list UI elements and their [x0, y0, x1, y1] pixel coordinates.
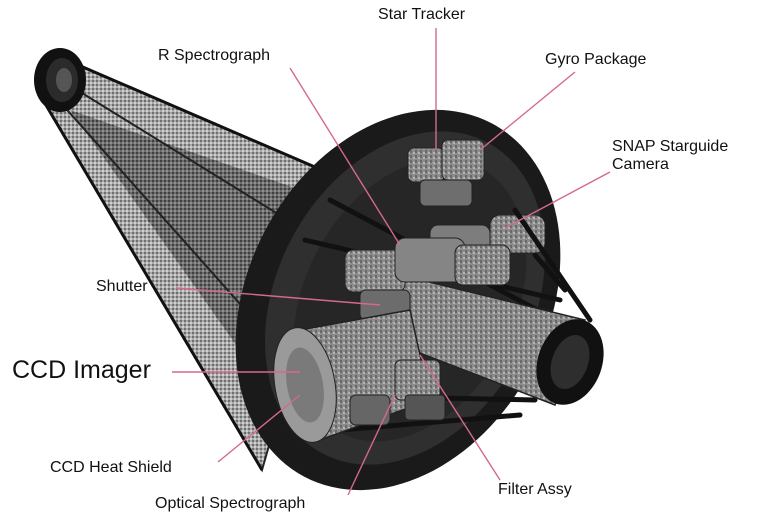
- label-filter-assy: Filter Assy: [498, 481, 572, 499]
- label-ccd-heat-shield: CCD Heat Shield: [50, 459, 172, 477]
- leader-gyro-package: [480, 72, 575, 150]
- baffle-end-ring: [34, 48, 86, 112]
- label-ir-spectrograph: R Spectrograph: [158, 47, 270, 65]
- label-star-tracker: Star Tracker: [378, 6, 465, 24]
- label-snap-starguide-line1: SNAP Starguide: [612, 138, 728, 155]
- label-snap-starguide-line2: Camera: [612, 156, 669, 173]
- label-ccd-imager: CCD Imager: [12, 356, 151, 385]
- label-snap-starguide: SNAP Starguide Camera: [612, 138, 728, 175]
- label-gyro-package: Gyro Package: [545, 51, 646, 69]
- label-shutter: Shutter: [96, 278, 148, 296]
- label-optical-spectrograph: Optical Spectrograph: [155, 495, 305, 513]
